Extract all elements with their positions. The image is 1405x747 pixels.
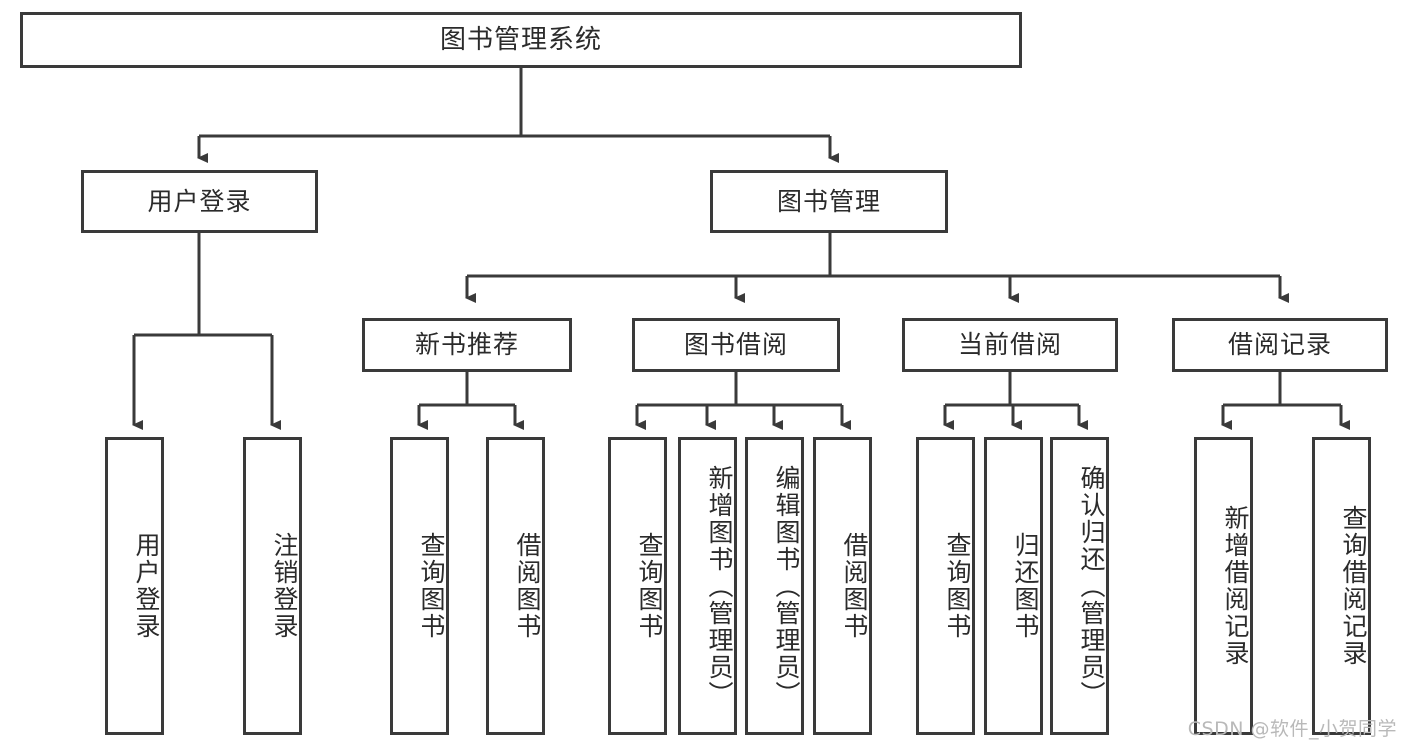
node-user-login[interactable]: 用户登录	[81, 170, 318, 233]
leaf-add-record-label: 新增借阅记录	[1221, 505, 1250, 667]
leaf-add-book-label: 新增图书（管理员）	[705, 464, 734, 708]
leaf-add-record[interactable]: 新增借阅记录	[1194, 437, 1253, 735]
leaf-query-book-2-label: 查询图书	[635, 532, 664, 640]
watermark: CSDN @软件_小贺同学	[1187, 718, 1397, 740]
node-root-system[interactable]: 图书管理系统	[20, 12, 1022, 68]
node-new-book-recommend[interactable]: 新书推荐	[362, 318, 572, 372]
leaf-edit-book[interactable]: 编辑图书（管理员）	[745, 437, 804, 735]
leaf-confirm-return-label: 确认归还（管理员）	[1077, 464, 1106, 708]
leaf-borrow-book-1-label: 借阅图书	[513, 532, 542, 640]
leaf-user-login-label: 用户登录	[132, 532, 161, 640]
leaf-query-book-1[interactable]: 查询图书	[390, 437, 449, 735]
node-borrow-record[interactable]: 借阅记录	[1172, 318, 1388, 372]
leaf-add-book[interactable]: 新增图书（管理员）	[678, 437, 737, 735]
leaf-edit-book-label: 编辑图书（管理员）	[772, 464, 801, 708]
leaf-query-record-label: 查询借阅记录	[1339, 505, 1368, 667]
leaf-query-book-3-label: 查询图书	[943, 532, 972, 640]
leaf-return-book[interactable]: 归还图书	[984, 437, 1043, 735]
leaf-query-book-2[interactable]: 查询图书	[608, 437, 667, 735]
leaf-query-book-1-label: 查询图书	[417, 532, 446, 640]
leaf-query-record[interactable]: 查询借阅记录	[1312, 437, 1371, 735]
leaf-query-book-3[interactable]: 查询图书	[916, 437, 975, 735]
node-book-borrow[interactable]: 图书借阅	[632, 318, 840, 372]
leaf-borrow-book-1[interactable]: 借阅图书	[486, 437, 545, 735]
leaf-user-logout-label: 注销登录	[270, 532, 299, 640]
node-book-manage[interactable]: 图书管理	[710, 170, 948, 233]
leaf-user-login[interactable]: 用户登录	[105, 437, 164, 735]
leaf-borrow-book-2[interactable]: 借阅图书	[813, 437, 872, 735]
leaf-return-book-label: 归还图书	[1011, 532, 1040, 640]
leaf-user-logout[interactable]: 注销登录	[243, 437, 302, 735]
node-current-borrow[interactable]: 当前借阅	[902, 318, 1118, 372]
leaf-confirm-return[interactable]: 确认归还（管理员）	[1050, 437, 1109, 735]
leaf-borrow-book-2-label: 借阅图书	[840, 532, 869, 640]
